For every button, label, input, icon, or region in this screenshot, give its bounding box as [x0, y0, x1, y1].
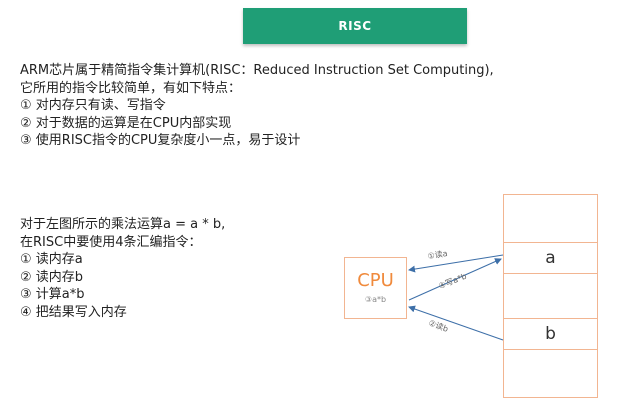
example-line: ④ 把结果写入内存 — [20, 304, 127, 320]
arrow-read-a — [408, 254, 504, 273]
memory-cell — [504, 349, 597, 397]
arrow-label-read-b: ②读b — [427, 317, 449, 333]
intro-text: ARM芯片属于精简指令集计算机(RISC：Reduced Instruction… — [20, 62, 494, 150]
arrow-read-b — [408, 305, 504, 341]
memory-column: a b — [503, 194, 598, 398]
example-line: ① 读内存a — [20, 252, 83, 267]
arrow-write-a — [408, 258, 502, 301]
intro-line: ① 对内存只有读、写指令 — [20, 98, 166, 113]
example-line: 在RISC中要使用4条汇编指令： — [20, 234, 202, 250]
example-text: 对于左图所示的乘法运算a = a * b, 在RISC中要使用4条汇编指令： ①… — [20, 216, 225, 321]
example-line: 对于左图所示的乘法运算a = a * b, — [20, 217, 226, 232]
memory-cell-b: b — [504, 318, 597, 349]
cpu-box: CPU ③a*b — [344, 257, 407, 319]
cpu-label: CPU — [357, 270, 394, 291]
intro-line: ARM芯片属于精简指令集计算机(RISC：Reduced Instruction… — [20, 63, 494, 78]
intro-line: 它所用的指令比较简单，有如下特点： — [20, 80, 242, 96]
memory-cell-a: a — [504, 242, 597, 273]
example-line: ③ 计算a*b — [20, 287, 85, 302]
intro-line: ③ 使用RISC指令的CPU复杂度小一点，易于设计 — [20, 133, 301, 148]
cpu-operation: ③a*b — [364, 295, 387, 304]
page-title: RISC — [338, 19, 372, 33]
arrow-label-write-a: ④写a*b — [437, 272, 467, 291]
intro-line: ② 对于数据的运算是在CPU内部实现 — [20, 115, 232, 131]
title-banner: RISC — [243, 8, 467, 44]
example-line: ② 读内存b — [20, 269, 84, 285]
arrow-label-read-a: ①读a — [427, 248, 448, 261]
memory-cell — [504, 195, 597, 242]
memory-cell — [504, 273, 597, 318]
